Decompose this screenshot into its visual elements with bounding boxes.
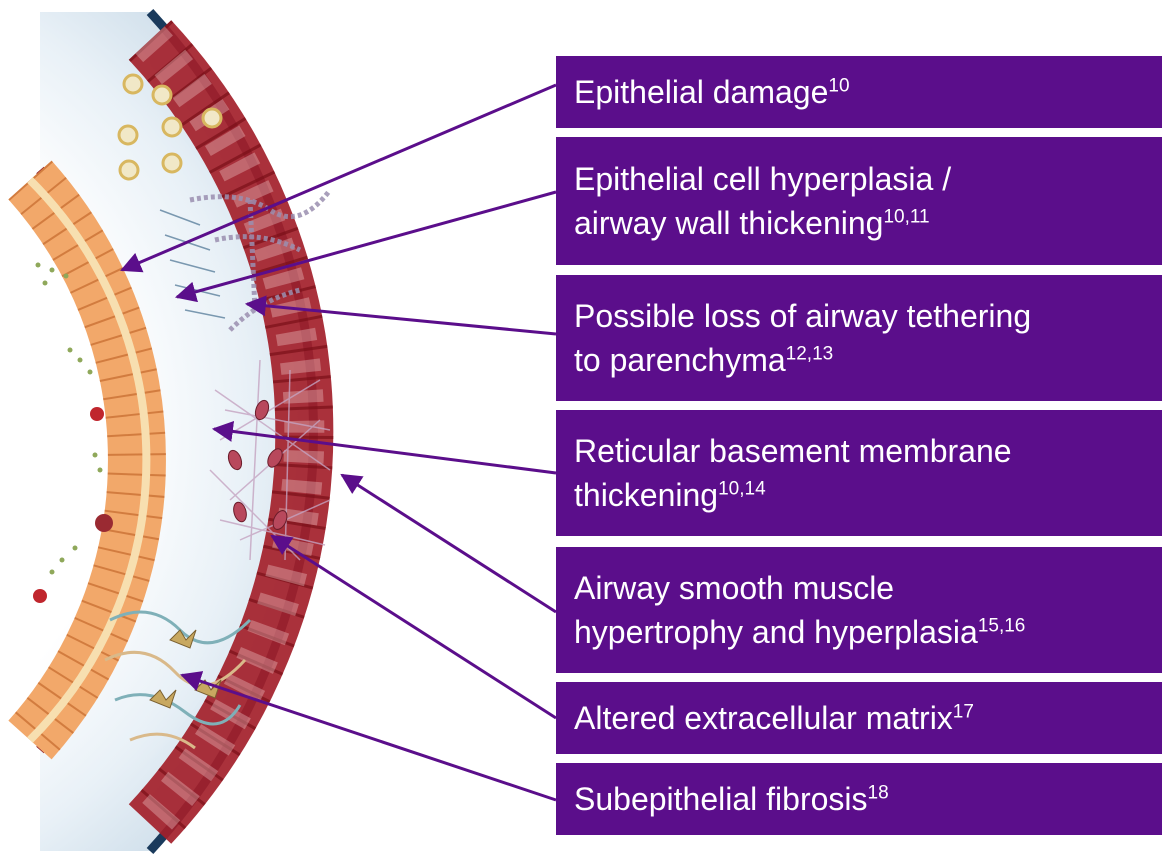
label-basement-membrane: Reticular basement membrane thickening10…	[556, 410, 1162, 536]
label-text: Altered extracellular matrix	[574, 700, 953, 736]
label-smooth-muscle: Airway smooth muscle hypertrophy and hyp…	[556, 547, 1162, 673]
label-line: Airway smooth muscle	[574, 566, 1144, 610]
arrow-smooth-muscle	[342, 475, 556, 612]
label-line: to parenchyma	[574, 342, 786, 378]
label-reference: 17	[953, 701, 974, 722]
label-reference: 10,14	[718, 478, 766, 499]
label-line: Reticular basement membrane	[574, 429, 1144, 473]
label-line: hypertrophy and hyperplasia	[574, 614, 978, 650]
label-line: airway wall thickening	[574, 205, 883, 241]
label-reference: 10	[828, 75, 849, 96]
arrow-extracellular-matrix	[272, 536, 556, 718]
label-text: Epithelial damage	[574, 74, 828, 110]
label-reference: 18	[868, 782, 889, 803]
label-line: Possible loss of airway tethering	[574, 294, 1144, 338]
label-epithelial-damage: Epithelial damage10	[556, 56, 1162, 128]
label-airway-tethering: Possible loss of airway tethering to par…	[556, 275, 1162, 401]
label-subepithelial-fibrosis: Subepithelial fibrosis18	[556, 763, 1162, 835]
label-reference: 10,11	[883, 206, 929, 227]
label-reference: 15,16	[978, 615, 1026, 636]
label-extracellular-matrix: Altered extracellular matrix17	[556, 682, 1162, 754]
label-epithelial-hyperplasia: Epithelial cell hyperplasia / airway wal…	[556, 137, 1162, 265]
airway-wall-body	[40, 12, 313, 851]
label-line: Epithelial cell hyperplasia /	[574, 157, 1144, 201]
label-reference: 12,13	[786, 343, 834, 364]
label-line: thickening	[574, 477, 718, 513]
label-text: Subepithelial fibrosis	[574, 781, 868, 817]
